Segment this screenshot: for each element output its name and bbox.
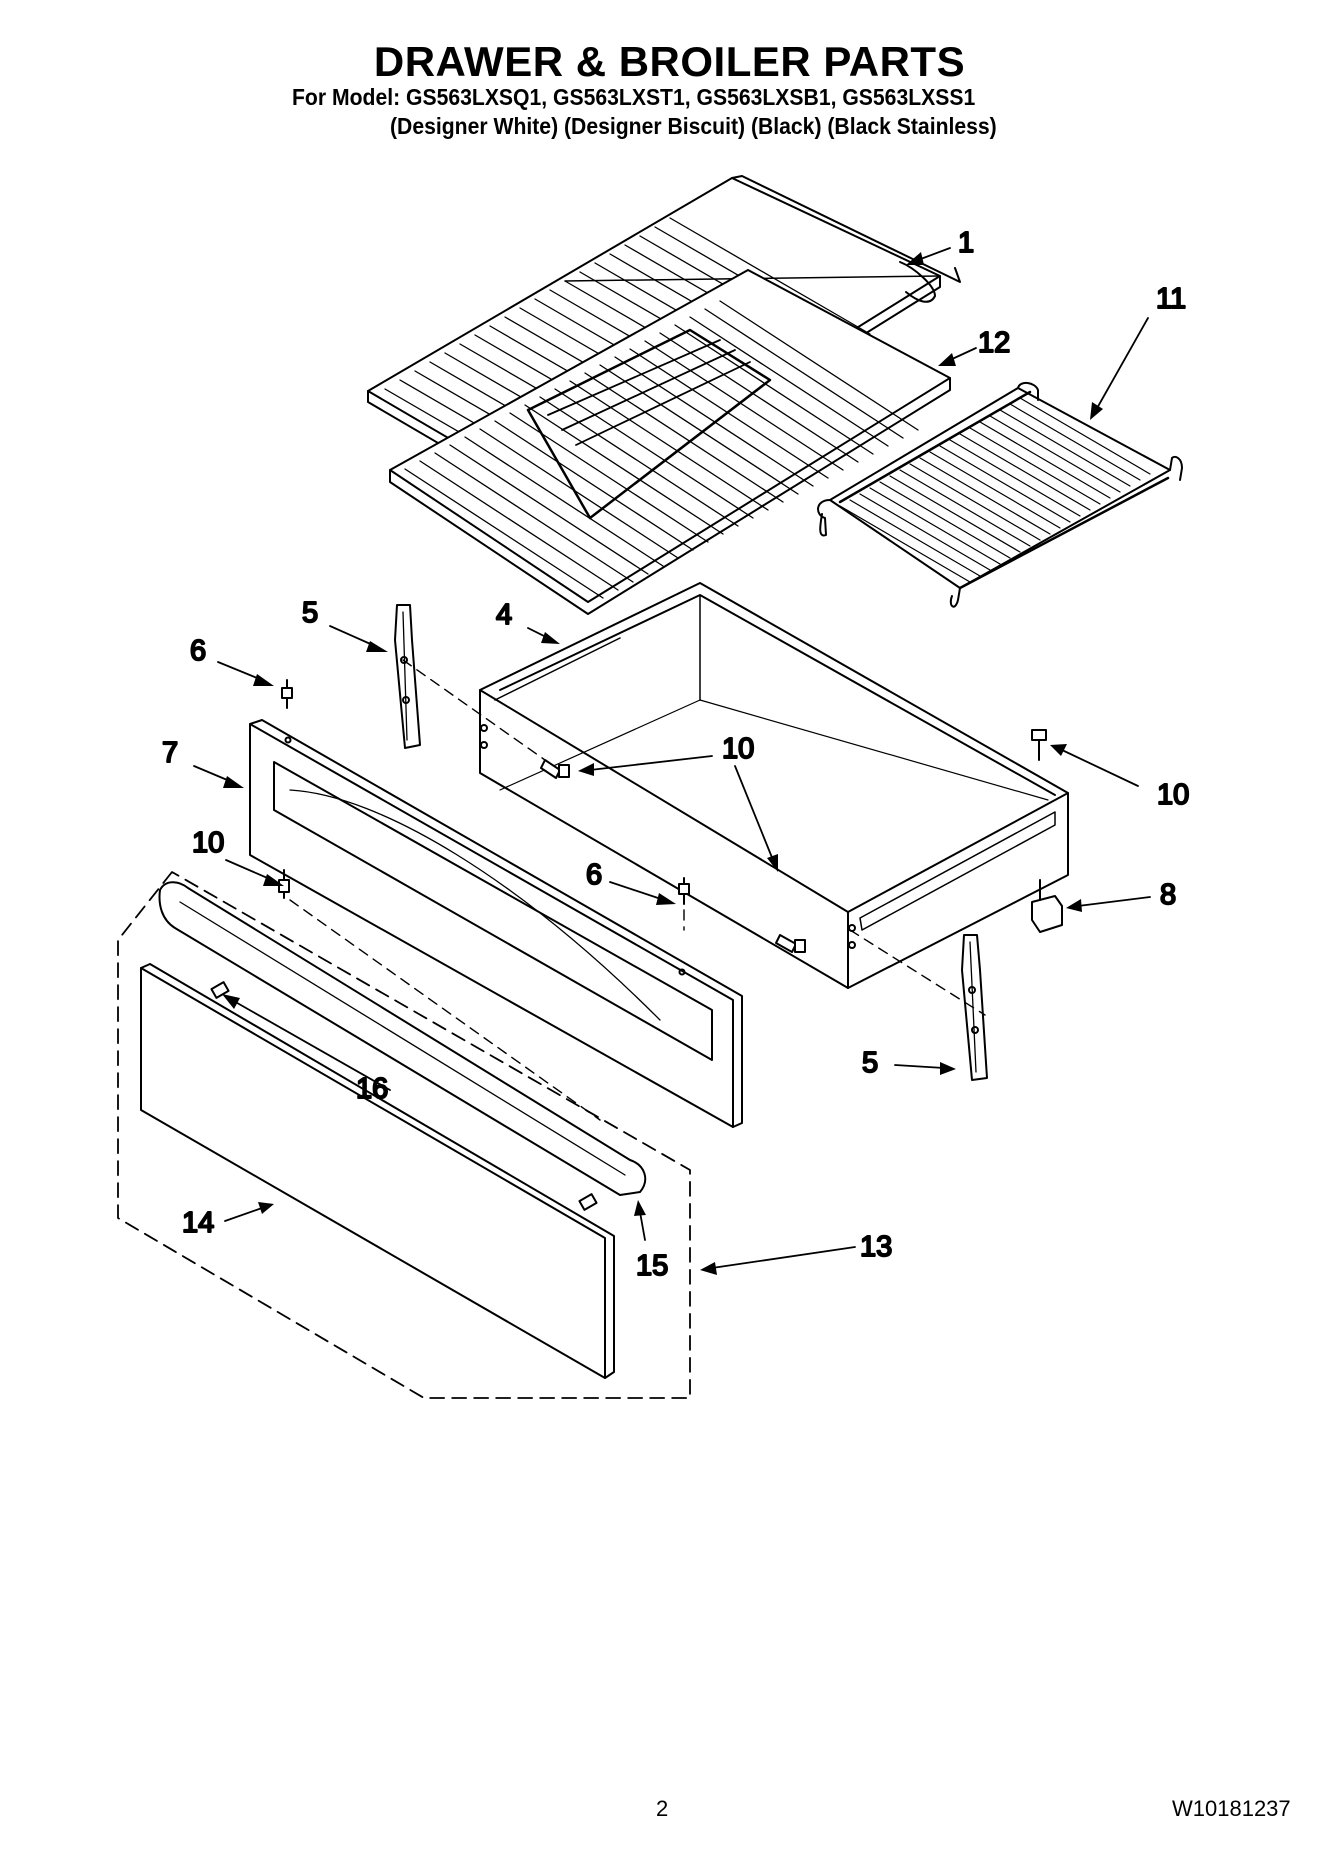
- screw-part-10a: [540, 759, 570, 779]
- callout-5-upper: 5: [302, 597, 318, 629]
- callout-5-lower: 5: [862, 1047, 878, 1079]
- page-number: 2: [656, 1796, 669, 1821]
- clip-part-16b: [578, 1193, 598, 1211]
- callout-8: 8: [1160, 879, 1176, 911]
- bracket-part: [1031, 879, 1063, 933]
- callout-10-center: 10: [722, 733, 754, 765]
- drawer-trim-part: [158, 881, 647, 1196]
- screw-part-6b: [678, 877, 690, 905]
- drawer-panel-part: [249, 719, 743, 1128]
- drawer-glide-part-lower: [961, 934, 988, 1081]
- page-title: DRAWER & BROILER PARTS: [373, 38, 966, 85]
- assembly-outline: [117, 871, 691, 1399]
- oven-rack-part: [817, 382, 1183, 608]
- callout-12: 12: [978, 327, 1010, 359]
- callout-4: 4: [496, 599, 512, 631]
- broiler-grid-part: [389, 269, 951, 615]
- callout-7: 7: [162, 737, 178, 769]
- screw-part-10b: [775, 934, 806, 953]
- callout-6-lower: 6: [586, 859, 602, 891]
- screw-part-10c: [1031, 729, 1047, 761]
- variants-line: (Designer White) (Designer Biscuit) (Bla…: [390, 113, 997, 139]
- callout-1: 1: [958, 227, 974, 259]
- drawer-glide-part-upper: [394, 604, 421, 749]
- callout-10-left: 10: [192, 827, 224, 859]
- callout-10-right: 10: [1157, 779, 1189, 811]
- screw-part-6a: [281, 679, 293, 709]
- callout-11: 11: [1156, 283, 1186, 315]
- document-number: W10181237: [1172, 1796, 1291, 1821]
- model-line: For Model: GS563LXSQ1, GS563LXST1, GS563…: [292, 84, 976, 110]
- drawer-front-part: [140, 963, 615, 1379]
- callout-13: 13: [860, 1231, 892, 1263]
- drawer-body-part: [479, 582, 1069, 989]
- callout-15: 15: [636, 1250, 668, 1282]
- callout-14: 14: [182, 1207, 214, 1239]
- callout-6-upper: 6: [190, 635, 206, 667]
- callout-16: 16: [356, 1073, 388, 1105]
